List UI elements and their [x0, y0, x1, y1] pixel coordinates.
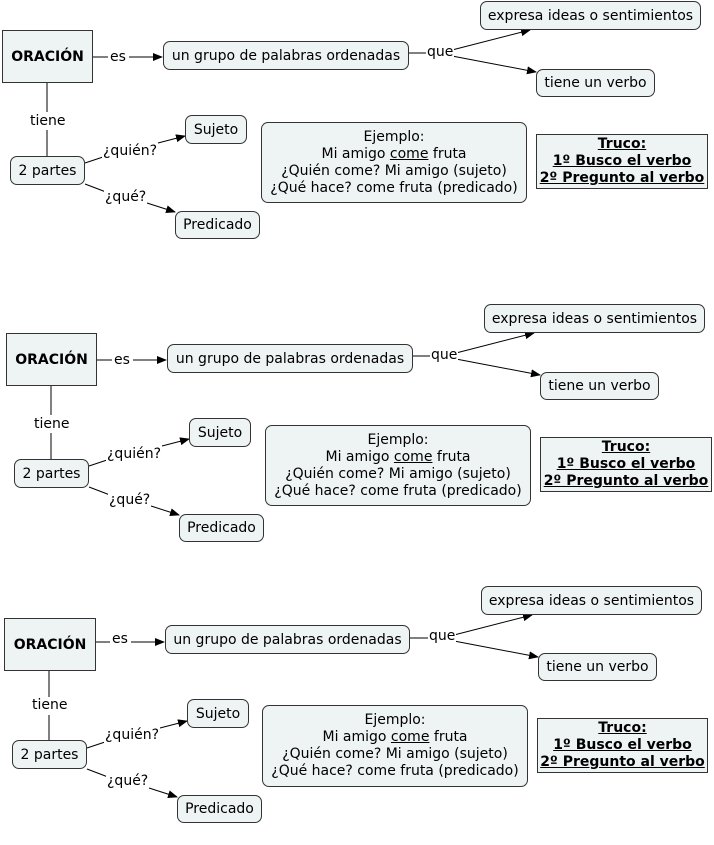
- trick-step-2: 2º Pregunto al verbo: [543, 473, 709, 489]
- example-subject-question: ¿Quién come? Mi amigo (sujeto): [281, 162, 507, 179]
- predicado-node[interactable]: Predicado: [179, 514, 264, 542]
- trick-node[interactable]: Truco: 1º Busco el verbo 2º Pregunto al …: [540, 437, 712, 492]
- example-subject-question: ¿Quién come? Mi amigo (sujeto): [285, 465, 511, 482]
- link-label-quien: ¿quién?: [106, 446, 162, 462]
- trick-title: Truco:: [597, 136, 647, 152]
- sujeto-node[interactable]: Sujeto: [185, 115, 247, 144]
- example-verb: come: [393, 448, 433, 465]
- link-label-que-question: ¿qué?: [106, 773, 150, 789]
- example-node[interactable]: Ejemplo: Mi amigo come fruta ¿Quién come…: [262, 705, 528, 787]
- link-label-tiene: tiene: [33, 416, 71, 432]
- example-verb: come: [390, 729, 430, 745]
- concept-map-1: ORACIÓN es un grupo de palabras ordenada…: [0, 0, 714, 260]
- trick-step-2: 2º Pregunto al verbo: [539, 170, 705, 186]
- main-concept-node[interactable]: ORACIÓN: [4, 618, 96, 671]
- example-node[interactable]: Ejemplo: Mi amigo come fruta ¿Quién come…: [265, 425, 531, 506]
- trick-step-1: 1º Busco el verbo: [556, 456, 696, 472]
- trick-step-2: 2º Pregunto al verbo: [540, 754, 705, 770]
- link-label-que: que: [430, 347, 459, 363]
- parts-node[interactable]: 2 partes: [10, 156, 85, 185]
- trick-title: Truco:: [598, 720, 647, 736]
- leaf-node-ideas[interactable]: expresa ideas o sentimientos: [480, 1, 701, 30]
- link-label-es: es: [109, 49, 127, 65]
- leaf-node-ideas[interactable]: expresa ideas o sentimientos: [484, 304, 705, 333]
- parts-node[interactable]: 2 partes: [14, 459, 89, 488]
- leaf-node-verbo[interactable]: tiene un verbo: [540, 372, 659, 400]
- leaf-node-ideas[interactable]: expresa ideas o sentimientos: [481, 586, 702, 615]
- link-label-es: es: [111, 631, 129, 647]
- parts-node[interactable]: 2 partes: [12, 740, 87, 769]
- concept-map-2: ORACIÓN es un grupo de palabras ordenada…: [0, 303, 714, 563]
- example-predicate-question: ¿Qué hace? come fruta (predicado): [270, 179, 518, 196]
- trick-step-1: 1º Busco el verbo: [553, 737, 692, 753]
- connector-lines: [46, 28, 537, 214]
- link-label-tiene: tiene: [31, 697, 69, 713]
- leaf-node-verbo[interactable]: tiene un verbo: [538, 653, 657, 681]
- connector-lines: [50, 331, 541, 517]
- example-predicate-question: ¿Qué hace? come fruta (predicado): [274, 482, 522, 499]
- sujeto-node[interactable]: Sujeto: [187, 699, 249, 728]
- link-label-quien: ¿quién?: [102, 143, 158, 159]
- sujeto-node[interactable]: Sujeto: [189, 418, 251, 447]
- definition-node[interactable]: un grupo de palabras ordenadas: [163, 41, 409, 70]
- example-title: Ejemplo:: [363, 128, 425, 145]
- main-concept-node[interactable]: ORACIÓN: [6, 333, 97, 386]
- example-node[interactable]: Ejemplo: Mi amigo come fruta ¿Quién come…: [261, 122, 527, 203]
- trick-step-1: 1º Busco el verbo: [552, 153, 692, 169]
- example-title: Ejemplo:: [367, 431, 429, 448]
- main-concept-node[interactable]: ORACIÓN: [2, 30, 93, 83]
- trick-node[interactable]: Truco: 1º Busco el verbo 2º Pregunto al …: [536, 134, 708, 189]
- leaf-node-verbo[interactable]: tiene un verbo: [536, 69, 655, 97]
- definition-node[interactable]: un grupo de palabras ordenadas: [167, 344, 413, 373]
- link-label-tiene: tiene: [29, 113, 67, 129]
- connector-lines: [48, 613, 539, 799]
- example-subject-question: ¿Quién come? Mi amigo (sujeto): [282, 746, 508, 762]
- link-label-que: que: [428, 628, 457, 644]
- predicado-node[interactable]: Predicado: [177, 795, 262, 823]
- link-label-que-question: ¿qué?: [104, 189, 148, 205]
- definition-node[interactable]: un grupo de palabras ordenadas: [165, 625, 410, 654]
- trick-title: Truco:: [601, 439, 651, 455]
- example-sentence: Mi amigo come fruta: [321, 145, 467, 162]
- example-predicate-question: ¿Qué hace? come fruta (predicado): [271, 763, 519, 779]
- trick-node[interactable]: Truco: 1º Busco el verbo 2º Pregunto al …: [537, 718, 708, 773]
- link-label-quien: ¿quién?: [104, 727, 160, 743]
- link-label-que-question: ¿qué?: [108, 492, 152, 508]
- link-label-que: que: [426, 44, 455, 60]
- example-sentence: Mi amigo come fruta: [325, 448, 471, 465]
- example-title: Ejemplo:: [364, 712, 426, 728]
- predicado-node[interactable]: Predicado: [175, 211, 260, 239]
- example-sentence: Mi amigo come fruta: [322, 729, 468, 745]
- concept-map-3: ORACIÓN es un grupo de palabras ordenada…: [0, 585, 714, 845]
- example-verb: come: [389, 145, 429, 162]
- link-label-es: es: [113, 352, 131, 368]
